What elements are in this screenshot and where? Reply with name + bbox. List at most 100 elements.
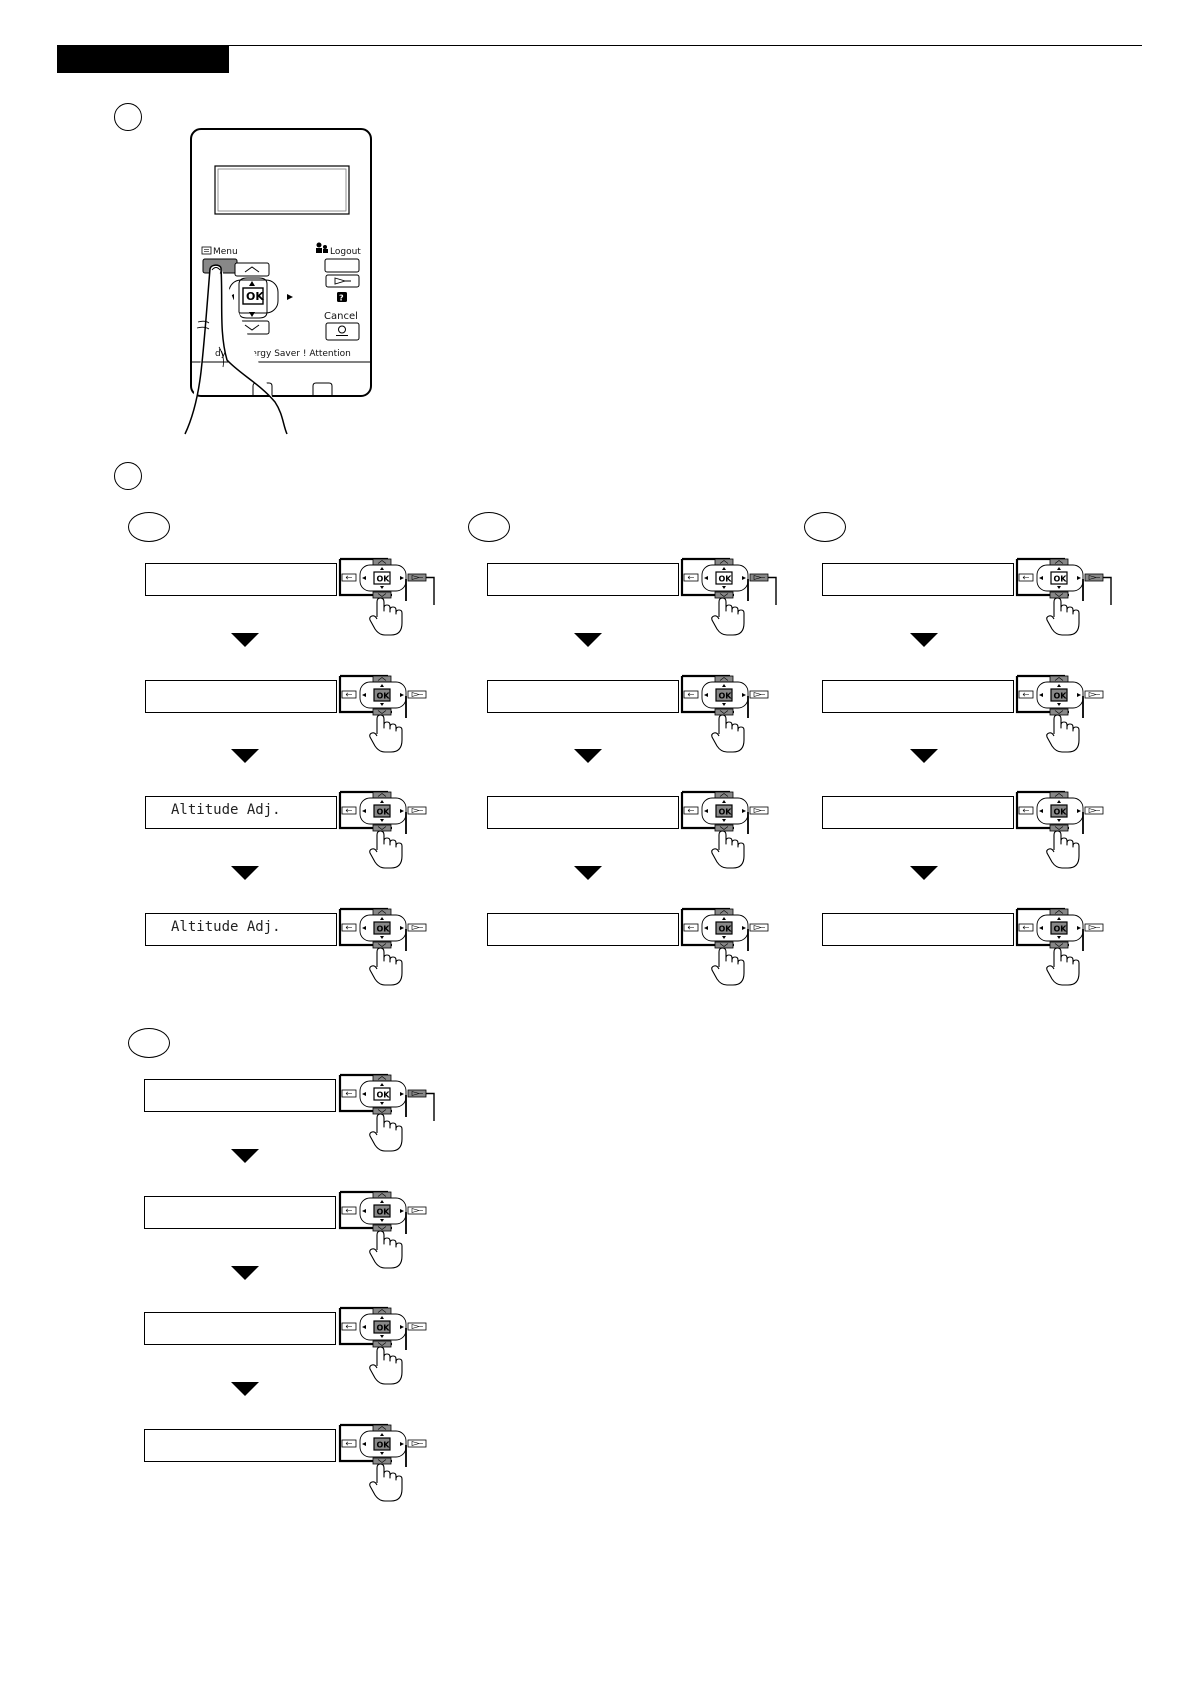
pad-ring bbox=[1036, 681, 1084, 709]
down-arrow-icon bbox=[249, 312, 255, 317]
up-key bbox=[714, 558, 734, 566]
menu-label: Menu bbox=[213, 247, 238, 257]
right-arrow-icon bbox=[400, 693, 404, 697]
down-arrow-icon bbox=[722, 819, 726, 822]
ok-key bbox=[715, 804, 733, 818]
cancel-label: Cancel bbox=[324, 311, 358, 322]
down-key bbox=[1049, 824, 1069, 832]
forward-key-icon bbox=[411, 1441, 423, 1446]
down-key-icon bbox=[377, 1342, 387, 1346]
lcd-display bbox=[144, 1196, 336, 1229]
up-key-icon bbox=[377, 1076, 387, 1080]
control-pad-press-forward: OK bbox=[338, 557, 435, 636]
up-arrow-icon bbox=[249, 281, 255, 286]
up-key[interactable] bbox=[234, 262, 270, 277]
down-key bbox=[714, 941, 734, 949]
forward-key bbox=[407, 1206, 427, 1215]
left-arrow-icon bbox=[1039, 576, 1043, 580]
status-indicators: dy ☾ Energy Saver ! Attention bbox=[215, 349, 351, 359]
forward-key[interactable] bbox=[325, 274, 360, 288]
control-pad-press-ok: OK bbox=[680, 790, 769, 869]
down-arrow-icon bbox=[380, 586, 384, 589]
up-arrow-icon bbox=[380, 1083, 384, 1086]
lcd-display bbox=[822, 680, 1014, 713]
control-pad-press-ok: OK bbox=[1015, 674, 1104, 753]
right-arrow-icon bbox=[1077, 809, 1081, 813]
down-arrow-icon bbox=[722, 586, 726, 589]
pad-ring bbox=[359, 1313, 407, 1341]
down-triangle-icon bbox=[231, 866, 259, 880]
ok-key bbox=[373, 921, 391, 935]
lcd-display bbox=[822, 796, 1014, 829]
logout-key[interactable] bbox=[324, 258, 360, 273]
procedure-b-oval bbox=[468, 512, 510, 542]
control-pad-press-forward: OK bbox=[338, 1073, 435, 1152]
forward-key-icon bbox=[411, 1324, 423, 1329]
down-triangle-icon bbox=[231, 749, 259, 763]
cancel-key[interactable] bbox=[325, 322, 360, 341]
ok-key[interactable] bbox=[242, 287, 264, 305]
up-arrow-icon bbox=[722, 684, 726, 687]
down-key-icon bbox=[719, 710, 729, 714]
forward-key bbox=[749, 806, 769, 815]
back-key-icon bbox=[1022, 575, 1029, 580]
up-key-icon bbox=[719, 677, 729, 681]
up-key-icon bbox=[719, 560, 729, 564]
up-key bbox=[1049, 558, 1069, 566]
ok-key-label: OK bbox=[377, 1091, 391, 1100]
pointing-hand-icon bbox=[369, 714, 403, 753]
right-arrow-icon bbox=[742, 926, 746, 930]
down-key bbox=[372, 1107, 392, 1115]
forward-key bbox=[407, 573, 427, 582]
lcd-display bbox=[822, 563, 1014, 596]
ok-key bbox=[373, 804, 391, 818]
pointing-hand-icon bbox=[711, 714, 745, 753]
down-key bbox=[372, 824, 392, 832]
down-arrow-icon bbox=[380, 936, 384, 939]
right-arrow-icon bbox=[400, 1442, 404, 1446]
control-pad-press-ok: OK bbox=[1015, 790, 1104, 869]
up-key-icon bbox=[377, 1309, 387, 1313]
lcd-display bbox=[145, 680, 337, 713]
up-arrow-icon bbox=[722, 567, 726, 570]
ok-key-label: OK bbox=[1054, 575, 1068, 584]
ok-key bbox=[1050, 804, 1068, 818]
ok-key bbox=[715, 921, 733, 935]
down-key-icon bbox=[719, 943, 729, 947]
right-arrow-icon bbox=[742, 809, 746, 813]
lcd-display bbox=[144, 1312, 336, 1345]
help-label: ? bbox=[339, 294, 344, 303]
lcd-display: Altitude Adj. bbox=[145, 913, 337, 946]
left-arrow-icon bbox=[362, 1442, 366, 1446]
down-triangle-icon bbox=[910, 866, 938, 880]
up-key bbox=[714, 791, 734, 799]
back-key-icon bbox=[345, 1091, 352, 1096]
ok-key-label: OK bbox=[377, 1441, 391, 1450]
forward-key-icon bbox=[411, 925, 423, 930]
up-arrow-icon bbox=[1057, 917, 1061, 920]
forward-key-icon bbox=[753, 575, 765, 580]
forward-key-icon bbox=[334, 277, 351, 285]
lcd-display bbox=[144, 1079, 336, 1112]
control-pad-press-ok: OK bbox=[1015, 907, 1104, 986]
ok-key bbox=[1050, 688, 1068, 702]
down-arrow-icon bbox=[1057, 819, 1061, 822]
back-key-icon bbox=[1022, 692, 1029, 697]
left-arrow-icon bbox=[362, 576, 366, 580]
pointing-hand-icon bbox=[369, 1230, 403, 1269]
forward-key bbox=[749, 923, 769, 932]
lcd-display bbox=[487, 680, 679, 713]
ok-key bbox=[715, 571, 733, 585]
pad-ring bbox=[1036, 914, 1084, 942]
pointing-hand-icon bbox=[369, 1346, 403, 1385]
forward-key-icon bbox=[1088, 692, 1100, 697]
up-arrow-icon bbox=[1057, 567, 1061, 570]
down-key bbox=[372, 1457, 392, 1465]
down-key bbox=[1049, 941, 1069, 949]
ok-key-label: OK bbox=[719, 925, 733, 934]
back-key-icon bbox=[345, 575, 352, 580]
pointing-hand-icon bbox=[369, 1463, 403, 1502]
back-key-icon bbox=[345, 1208, 352, 1213]
forward-key bbox=[407, 690, 427, 699]
header-tab bbox=[57, 45, 229, 73]
